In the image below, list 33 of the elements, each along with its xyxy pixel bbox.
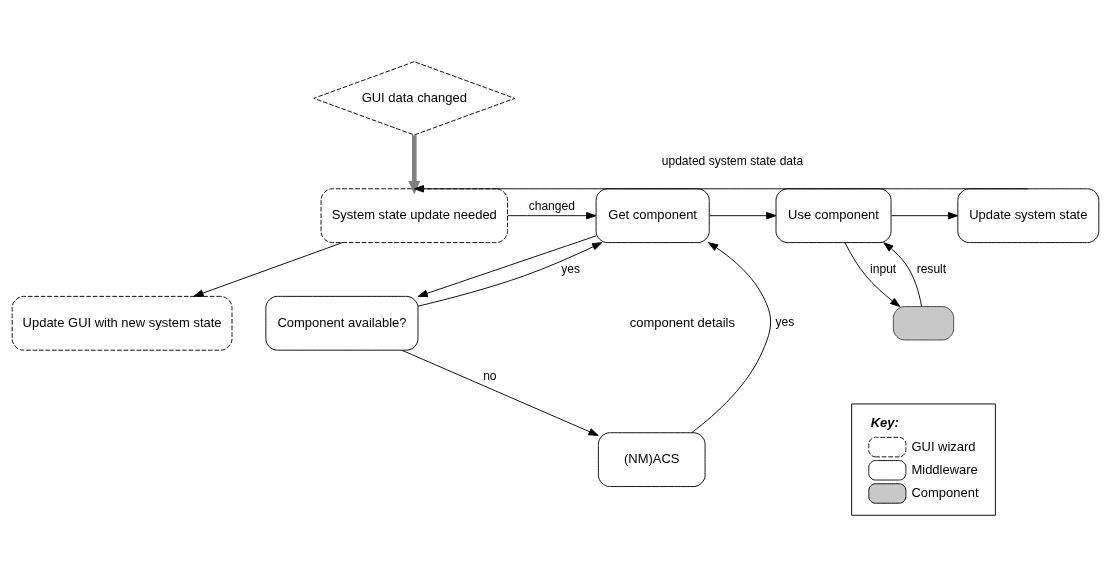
node-box: Update GUI with new system state: [11, 295, 233, 351]
arrow: [413, 185, 1029, 193]
node-box: Component available?: [265, 295, 419, 351]
node-diamond: GUI data changed: [313, 61, 516, 136]
node-box: System state update needed: [320, 188, 508, 244]
edge-label: input: [870, 261, 897, 276]
arrow: [709, 211, 777, 220]
arrow: [417, 242, 603, 307]
arrow: [408, 135, 421, 195]
arrow: [890, 211, 959, 220]
arrow: [401, 349, 599, 436]
node-box: (NM)ACS: [597, 432, 706, 487]
legend-label: Middleware: [911, 461, 978, 477]
edge-label: changed: [528, 198, 575, 213]
arrow: [507, 211, 597, 220]
arrow: [883, 242, 922, 307]
label: Key:: [870, 415, 899, 431]
edge-label: updated system state data: [661, 154, 804, 169]
arrow: [417, 235, 597, 297]
label: component details: [629, 314, 735, 330]
arrow: [844, 242, 901, 308]
node-box: [892, 306, 955, 341]
edge-label: yes: [561, 261, 580, 276]
node-box: Update system state: [957, 188, 1100, 244]
edge-label: yes: [775, 315, 795, 330]
arrow: [691, 242, 772, 434]
node-box: Get component: [595, 188, 710, 244]
legend-label: Component: [911, 484, 979, 500]
edge-label: result: [916, 261, 947, 276]
edge-label: no: [483, 369, 497, 384]
node-box: Use component: [775, 188, 892, 244]
arrow: [193, 242, 343, 297]
legend-label: GUI wizard: [911, 438, 976, 454]
